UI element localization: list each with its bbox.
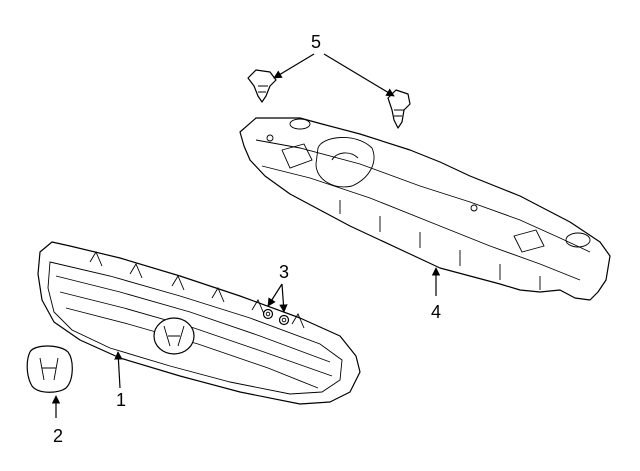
front-grille bbox=[37, 241, 361, 405]
leader-lines bbox=[51, 53, 441, 418]
nut-left bbox=[262, 308, 274, 320]
emblem bbox=[26, 345, 73, 393]
callout-5: 5 bbox=[311, 32, 321, 52]
leader-5a bbox=[273, 53, 315, 79]
callout-4: 4 bbox=[431, 302, 441, 322]
leader-5b bbox=[323, 53, 395, 97]
push-clip-left bbox=[247, 69, 277, 103]
leader-3b bbox=[279, 283, 288, 313]
leader-3a bbox=[267, 283, 283, 307]
upper-support-panel bbox=[239, 117, 611, 301]
callout-2: 2 bbox=[53, 426, 63, 446]
callout-3: 3 bbox=[279, 262, 289, 282]
callout-1: 1 bbox=[116, 390, 126, 410]
push-clip-right bbox=[387, 89, 411, 129]
leader-1 bbox=[114, 351, 123, 389]
nut-right bbox=[278, 314, 290, 326]
